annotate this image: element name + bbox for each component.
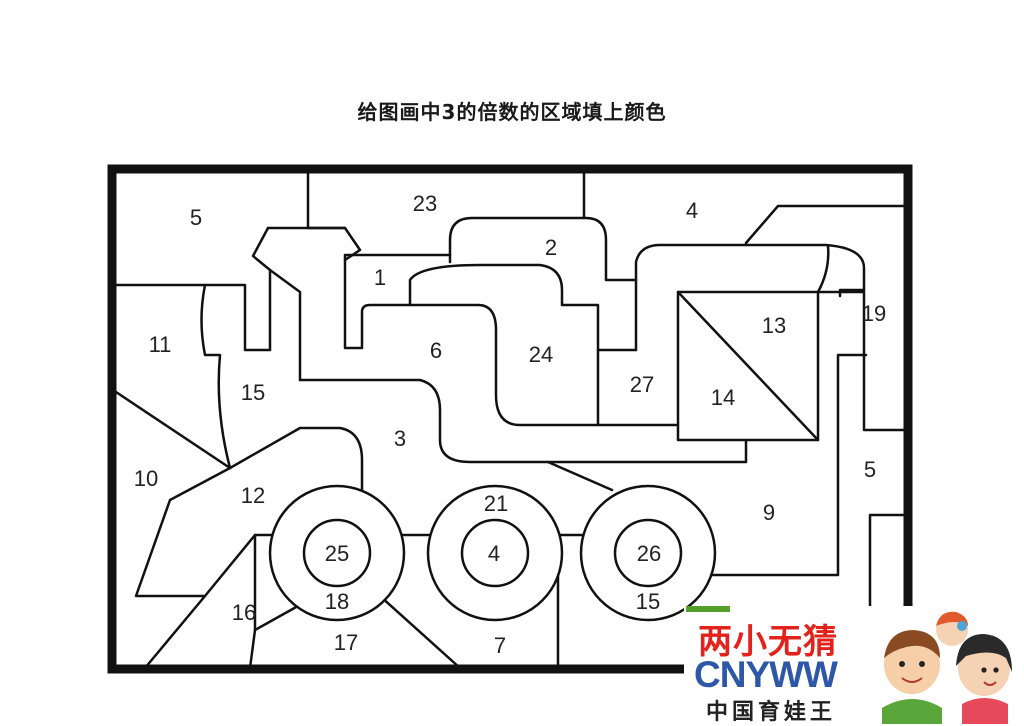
region-number: 17 bbox=[334, 630, 358, 655]
chimney-body bbox=[200, 226, 272, 470]
cab-roof-edge bbox=[816, 244, 830, 294]
divider-27 bbox=[596, 348, 638, 427]
region-number: 27 bbox=[630, 372, 654, 397]
logo-brand-english: CNYWW bbox=[694, 654, 838, 695]
logo-tagline: 中国育娃王 bbox=[706, 700, 837, 725]
region-number: 10 bbox=[134, 466, 158, 491]
region-number: 11 bbox=[149, 332, 172, 357]
region-number: 6 bbox=[430, 338, 442, 363]
region-number: 26 bbox=[637, 541, 661, 566]
lower-mid-lines bbox=[253, 594, 462, 670]
region-number: 19 bbox=[862, 301, 886, 326]
front-plate bbox=[228, 426, 364, 492]
wheel-right-hub bbox=[613, 518, 683, 588]
region-number: 3 bbox=[394, 426, 406, 451]
cab-window bbox=[676, 290, 820, 442]
logo-brand-chinese: 两小无猜 bbox=[698, 622, 838, 662]
boiler bbox=[298, 378, 748, 464]
right-panel-19 bbox=[838, 288, 866, 298]
region-number: 21 bbox=[484, 491, 508, 516]
cab-window-diagonal bbox=[676, 290, 820, 442]
region-number: 24 bbox=[529, 342, 553, 367]
divider-5b bbox=[708, 353, 868, 577]
watermark-logo: 两小无猜 CNYWW 中国育娃王 bbox=[684, 606, 1024, 725]
wheel-middle-hub bbox=[460, 518, 530, 588]
region-number: 1 bbox=[374, 265, 386, 290]
funnel-link bbox=[343, 253, 452, 262]
left-divider-10 bbox=[114, 390, 232, 470]
cowcatcher bbox=[134, 466, 277, 598]
region-number: 15 bbox=[241, 380, 265, 405]
region-number: 13 bbox=[762, 313, 786, 338]
region-number: 23 bbox=[413, 191, 437, 216]
boiler-line bbox=[546, 460, 614, 492]
wheel-left-hub bbox=[302, 518, 372, 588]
region-number: 14 bbox=[711, 385, 735, 410]
region-number: 4 bbox=[488, 541, 500, 566]
divider-line bbox=[744, 204, 906, 245]
region-number: 4 bbox=[686, 198, 698, 223]
region-number: 16 bbox=[232, 600, 256, 625]
region-number: 25 bbox=[325, 541, 349, 566]
region-number: 5 bbox=[190, 205, 202, 230]
chimney-left-side bbox=[268, 268, 302, 382]
region-number: 7 bbox=[494, 633, 506, 658]
dome-1 bbox=[408, 263, 600, 352]
region-number: 15 bbox=[636, 589, 660, 614]
cab-roof bbox=[634, 243, 866, 352]
dome-2 bbox=[448, 216, 638, 282]
region-number: 18 bbox=[325, 589, 349, 614]
region-number: 9 bbox=[763, 500, 775, 525]
logo-accent-bar bbox=[686, 606, 730, 612]
region-number: 12 bbox=[241, 483, 265, 508]
page-title: 给图画中3的倍数的区域填上颜色 bbox=[357, 100, 667, 124]
family-cartoon-image bbox=[882, 611, 1012, 724]
puzzle-frame bbox=[107, 164, 913, 674]
region-number: 2 bbox=[545, 235, 557, 260]
region-number: 5 bbox=[864, 457, 876, 482]
chimney-outline bbox=[266, 226, 678, 427]
